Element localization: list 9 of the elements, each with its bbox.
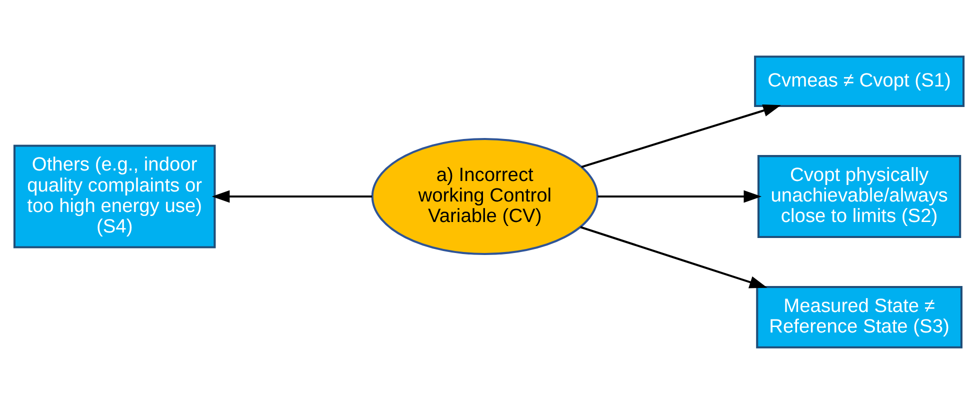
- node-box: Others (e.g., indoor quality complaints or too high energy use) (S4): [12, 144, 216, 248]
- arrow: [211, 190, 372, 202]
- node-ellipse: a) Incorrect working Control Variable (CV): [370, 137, 598, 255]
- node-box: Measured State ≠ Reference State (S3): [756, 286, 962, 348]
- arrow: [580, 104, 780, 168]
- node-box: Cvopt physically unachievable/always close to limits (S2): [756, 154, 961, 238]
- arrow: [597, 190, 762, 202]
- node-box: Cvmeas ≠ Cvopt (S1): [754, 55, 964, 107]
- arrow: [580, 226, 767, 288]
